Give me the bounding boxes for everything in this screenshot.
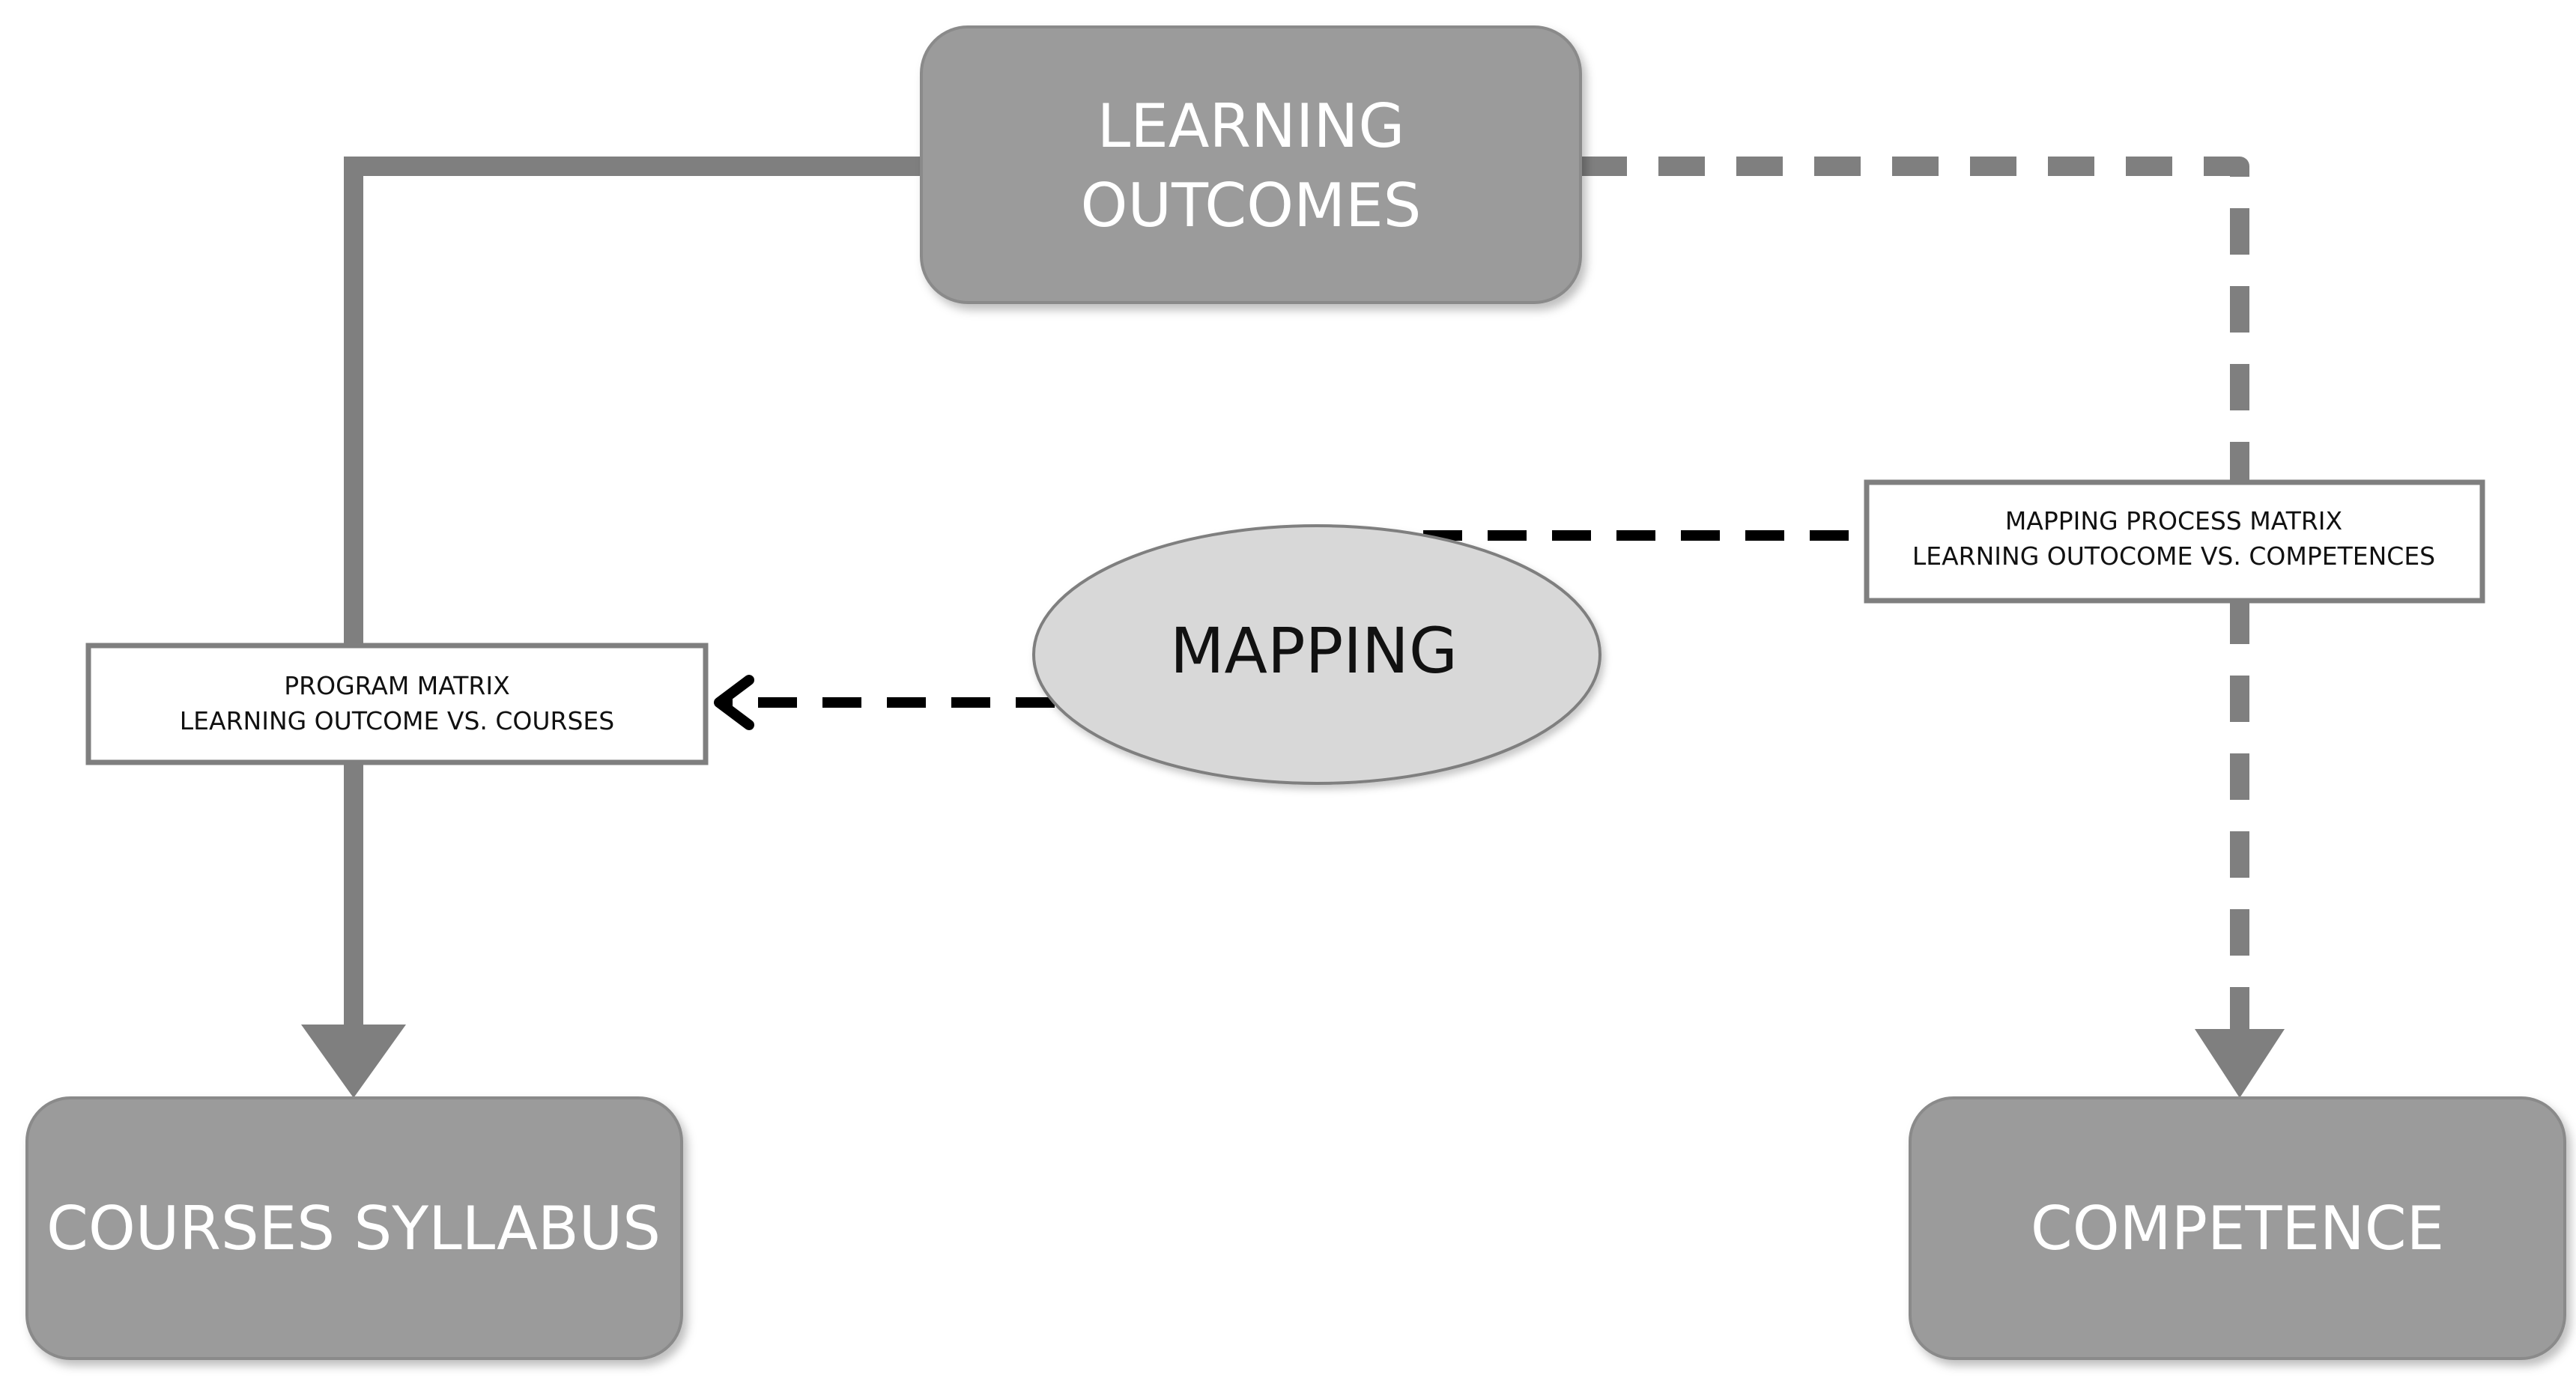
courses-syllabus-label: COURSES SYLLABUS	[46, 1194, 661, 1263]
arrowhead-program-matrix	[714, 675, 754, 730]
node-mapping: MAPPING	[1032, 524, 1601, 785]
node-courses-syllabus: COURSES SYLLABUS	[25, 1096, 683, 1360]
arrowhead-courses	[301, 1025, 406, 1098]
note-program-matrix: PROGRAM MATRIX LEARNING OUTCOME VS. COUR…	[85, 643, 709, 765]
learning-outcomes-label-line1: LEARNING	[1097, 91, 1405, 161]
connector-outcomes-to-competence	[1581, 157, 2249, 1034]
mapping-process-matrix-line2: LEARNING OUTOCOME VS. COMPETENCES	[1912, 541, 2435, 571]
note-mapping-process-matrix: MAPPING PROCESS MATRIX LEARNING OUTOCOME…	[1864, 479, 2485, 604]
connector-outcomes-to-courses	[344, 157, 921, 1034]
learning-outcomes-label-line2: OUTCOMES	[1081, 171, 1422, 240]
node-competence: COMPETENCE	[1909, 1096, 2566, 1360]
mapping-label: MAPPING	[1170, 614, 1458, 688]
program-matrix-line1: PROGRAM MATRIX	[284, 671, 509, 700]
mapping-process-matrix-line1: MAPPING PROCESS MATRIX	[2005, 506, 2342, 535]
competence-label: COMPETENCE	[2031, 1194, 2444, 1263]
arrowhead-competence	[2195, 1029, 2285, 1098]
program-matrix-line2: LEARNING OUTCOME VS. COURSES	[180, 706, 614, 735]
node-learning-outcomes: LEARNING OUTCOMES	[920, 25, 1582, 304]
